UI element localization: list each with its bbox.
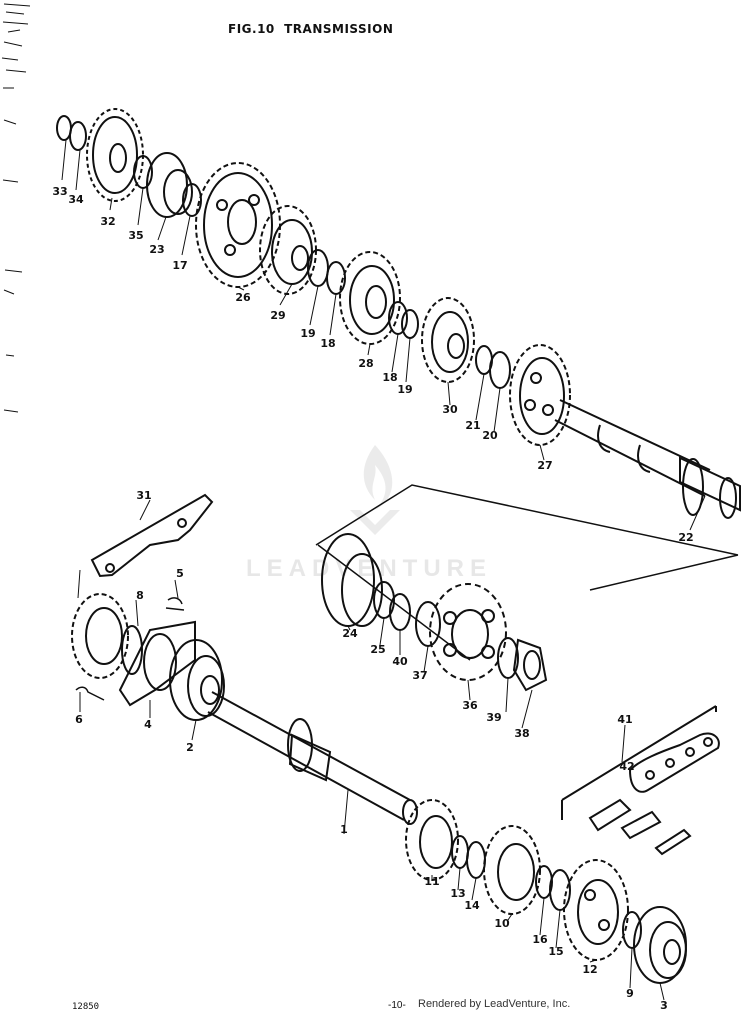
part-2-bearing bbox=[169, 639, 225, 721]
part-19-washer bbox=[307, 249, 329, 287]
label-30: 30 bbox=[442, 403, 458, 416]
label-1: 1 bbox=[340, 823, 348, 836]
label-42: 42 bbox=[619, 760, 635, 773]
leader-lines bbox=[61, 139, 706, 1001]
label-23: 23 bbox=[149, 243, 165, 256]
label-19b: 19 bbox=[397, 383, 413, 396]
label-33: 33 bbox=[52, 185, 68, 198]
label-39: 39 bbox=[486, 711, 502, 724]
label-25: 25 bbox=[370, 643, 386, 656]
label-24: 24 bbox=[342, 627, 358, 640]
label-34: 34 bbox=[68, 193, 84, 206]
label-36: 36 bbox=[462, 699, 478, 712]
label-21: 21 bbox=[465, 419, 481, 432]
label-5: 5 bbox=[176, 567, 184, 580]
scan-noise bbox=[1, 3, 31, 413]
label-16: 16 bbox=[532, 933, 548, 946]
label-9: 9 bbox=[626, 987, 634, 1000]
part-42-master-link bbox=[588, 798, 692, 856]
label-14: 14 bbox=[464, 899, 480, 912]
label-20: 20 bbox=[482, 429, 498, 442]
label-12: 12 bbox=[582, 963, 598, 976]
part-6-screw bbox=[75, 686, 105, 701]
part-15-washer bbox=[549, 869, 571, 911]
part-8-ring bbox=[121, 625, 143, 675]
part-30-gear bbox=[421, 297, 475, 383]
label-29: 29 bbox=[270, 309, 286, 322]
label-32: 32 bbox=[100, 215, 116, 228]
label-2: 2 bbox=[186, 741, 194, 754]
part-27-gear bbox=[509, 344, 571, 446]
label-18: 18 bbox=[320, 337, 336, 350]
page-title: FIG.10 TRANSMISSION bbox=[228, 22, 394, 36]
watermark-text: LEADVENTURE bbox=[246, 555, 493, 582]
label-15: 15 bbox=[548, 945, 564, 958]
part-14-washer bbox=[466, 841, 486, 879]
part-36-sprocket bbox=[429, 583, 507, 681]
label-18b: 18 bbox=[382, 371, 398, 384]
part-38-nut bbox=[512, 638, 548, 692]
label-8: 8 bbox=[136, 589, 144, 602]
label-41: 41 bbox=[617, 713, 633, 726]
part-23-bearing bbox=[146, 152, 193, 218]
label-28: 28 bbox=[358, 357, 374, 370]
label-26: 26 bbox=[235, 291, 251, 304]
label-4: 4 bbox=[144, 718, 152, 731]
part-37-ring bbox=[415, 601, 441, 647]
page-number: -10- bbox=[388, 1000, 406, 1011]
part-26-gear bbox=[195, 162, 281, 288]
label-31: 31 bbox=[136, 489, 152, 502]
label-37: 37 bbox=[412, 669, 428, 682]
part-13-ring bbox=[451, 835, 469, 869]
part-33-circlip bbox=[56, 115, 72, 141]
part-11-gear bbox=[405, 799, 459, 881]
label-3: 3 bbox=[660, 999, 668, 1012]
part-41-chain bbox=[561, 705, 720, 820]
part-31-plate bbox=[90, 493, 214, 578]
part-4-retainer bbox=[118, 620, 196, 707]
part-17-ring bbox=[182, 183, 202, 217]
label-27: 27 bbox=[537, 459, 553, 472]
part-32-gear bbox=[86, 108, 144, 202]
part-5-screw bbox=[165, 597, 185, 611]
label-17: 17 bbox=[172, 259, 188, 272]
label-22: 22 bbox=[678, 531, 694, 544]
label-40: 40 bbox=[392, 655, 408, 668]
part-10-gear bbox=[483, 825, 541, 915]
part-24-hub bbox=[321, 533, 383, 627]
label-6: 6 bbox=[75, 713, 83, 726]
part-7-gear bbox=[71, 593, 129, 679]
label-19: 19 bbox=[300, 327, 316, 340]
part-3-bearing bbox=[633, 906, 687, 984]
part-12-gear bbox=[563, 859, 629, 961]
drawing-number: 12850 bbox=[72, 1002, 100, 1012]
part-20-washer bbox=[489, 351, 511, 389]
upper-shaft bbox=[554, 399, 741, 519]
label-38: 38 bbox=[514, 727, 530, 740]
label-11: 11 bbox=[424, 875, 440, 888]
label-13: 13 bbox=[450, 887, 466, 900]
part-1-shaft bbox=[207, 691, 418, 825]
label-35: 35 bbox=[128, 229, 144, 242]
label-10: 10 bbox=[494, 917, 510, 930]
render-credit: Rendered by LeadVenture, Inc. bbox=[418, 998, 571, 1010]
